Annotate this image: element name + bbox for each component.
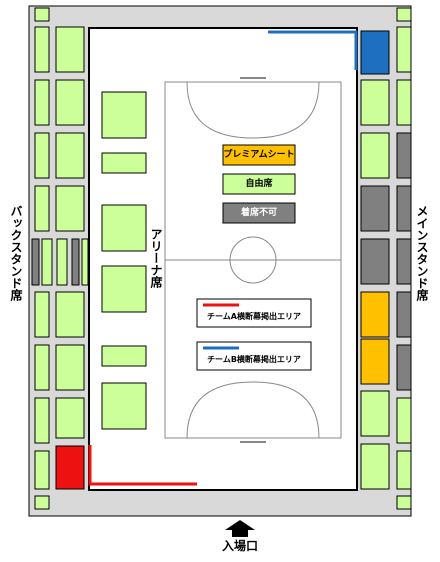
seat-block (396, 79, 412, 126)
seat-block (34, 185, 50, 232)
seat-block (55, 185, 85, 232)
legend-premium-swatch (222, 144, 296, 166)
legend-premium-label: プレミアムシート (223, 150, 295, 160)
seat-block (55, 26, 85, 73)
team-b-banner-line (268, 30, 358, 70)
legend-unavailable-swatch (222, 202, 296, 224)
seat-block (396, 450, 412, 490)
legend-unavailable-label: 着席不可 (240, 208, 277, 218)
seat-block-unavailable (396, 132, 412, 179)
seat-block (55, 397, 85, 439)
seat-block-unavailable (360, 185, 390, 232)
seat-block (55, 132, 85, 179)
seat-block-unavailable (396, 238, 412, 285)
team-a-banner-line (88, 445, 197, 486)
arena-label: アリーナ席 (149, 228, 163, 288)
team-a-banner-box (55, 445, 85, 490)
main-stand-seats (360, 7, 412, 510)
legend-team-a-label: チームA横断幕掲出エリア (207, 312, 301, 321)
seat-block (396, 397, 412, 444)
top-goal-area (186, 81, 320, 139)
seat-block (34, 495, 50, 510)
back-stand-seats (31, 7, 89, 510)
seat-legend (222, 144, 296, 224)
seat-block (396, 7, 412, 22)
court-center-circle (229, 236, 277, 284)
seat-block (360, 132, 390, 179)
seat-block (101, 204, 147, 252)
seat-block-unavailable (396, 344, 412, 391)
seat-block (34, 79, 50, 126)
seat-block (34, 291, 50, 338)
seat-block (55, 344, 85, 391)
team-b-banner-box (360, 30, 390, 75)
seat-block-unavailable (71, 238, 80, 286)
seat-block-premium (360, 291, 390, 338)
seat-block (101, 265, 147, 313)
seat-block (34, 450, 50, 490)
seat-block-premium (360, 338, 390, 385)
banner-legend (196, 298, 312, 371)
seat-block (34, 344, 50, 391)
seat-block (396, 495, 412, 510)
court (164, 77, 342, 443)
legend-team-b-label: チームB横断幕掲出エリア (207, 355, 301, 364)
seat-block-unavailable (396, 291, 412, 338)
seat-block (101, 152, 147, 174)
seat-block (360, 390, 390, 437)
seat-block (360, 443, 390, 490)
seat-block (55, 79, 85, 126)
seat-block (55, 291, 85, 338)
main-stand-label: メインスタンド席 (415, 205, 429, 301)
seat-block-unavailable (396, 185, 412, 232)
seat-block (41, 238, 53, 286)
legend-free-label: 自由席 (245, 179, 273, 189)
seat-block (396, 26, 412, 73)
seat-block (34, 397, 50, 444)
entrance-label: 入場口 (221, 539, 258, 553)
entrance-arrow-icon (225, 520, 255, 537)
seat-block (34, 132, 50, 179)
seat-block (34, 7, 50, 22)
seat-block (81, 238, 89, 286)
seat-block-unavailable (360, 238, 390, 285)
seat-block (360, 79, 390, 126)
seat-block (56, 238, 68, 286)
bottom-goal-area (186, 381, 320, 439)
seat-block (101, 345, 147, 367)
back-stand-label: バックスタンド席 (9, 205, 23, 301)
seat-block (101, 382, 147, 430)
seat-block (34, 26, 50, 73)
legend-free-swatch (222, 173, 296, 195)
arena-seats (101, 91, 147, 430)
seat-block (101, 91, 147, 139)
seat-block-unavailable (31, 238, 40, 286)
